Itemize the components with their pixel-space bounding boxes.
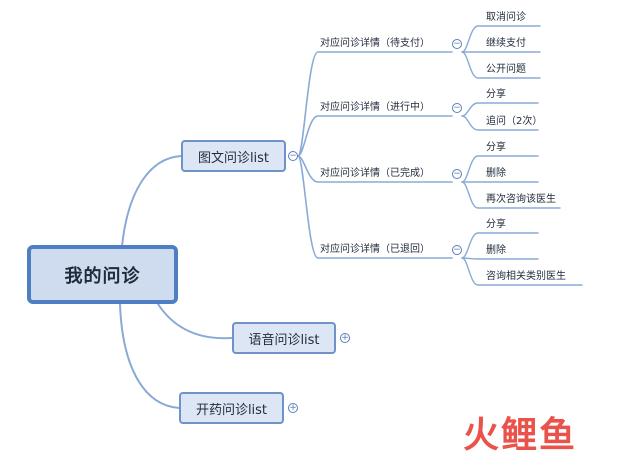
leaf-cancel-consultation[interactable]: 取消问诊 [486,12,526,23]
detail-node-pending[interactable]: 对应问诊详情（待支付） [320,38,430,49]
connector-leaf-in-progress-0 [461,102,539,117]
collapse-toggle-tuwen[interactable]: − [288,151,298,161]
connector-leaf-returned-0 [461,232,539,259]
watermark-logo: 火鲤鱼 [463,415,578,456]
connector-detail-returned [297,155,453,259]
connector-leaf-returned-2 [461,257,583,286]
collapse-toggle-pending[interactable]: − [452,39,462,49]
branch-node-yuyin[interactable]: 语音问诊list [232,322,336,354]
connector-root-yuyin [157,303,233,340]
connector-leaf-pending-0 [461,25,541,53]
collapse-toggle-returned[interactable]: − [452,245,462,255]
connector-detail-completed [297,155,453,183]
detail-node-completed[interactable]: 对应问诊详情（已完成） [320,168,430,179]
connector-root-tuwen [121,155,182,247]
connector-detail-in-progress [297,115,453,157]
connector-leaf-completed-2 [461,181,561,209]
leaf-delete[interactable]: 删除 [486,245,506,256]
leaf-share[interactable]: 分享 [486,142,506,153]
leaf-public-question[interactable]: 公开问题 [486,64,526,75]
leaf-share[interactable]: 分享 [486,89,506,100]
expand-toggle-kaiyao[interactable]: + [288,403,298,413]
leaf-consult-same-doctor[interactable]: 再次咨询该医生 [486,194,556,205]
collapse-toggle-in-progress[interactable]: − [452,103,462,113]
branch-node-tuwen[interactable]: 图文问诊list [181,140,286,172]
leaf-delete[interactable]: 删除 [486,168,506,179]
connector-leaf-pending-2 [461,51,541,79]
leaf-consult-related-doctor[interactable]: 咨询相关类别医生 [486,271,566,282]
leaf-share[interactable]: 分享 [486,219,506,230]
leaf-follow-up[interactable]: 追问（2次） [486,116,543,127]
leaf-continue-payment[interactable]: 继续支付 [486,38,526,49]
connector-detail-pending [297,51,453,157]
detail-node-returned[interactable]: 对应问诊详情（已退回） [320,244,430,255]
detail-node-in-progress[interactable]: 对应问诊详情（进行中） [320,102,430,113]
connector-root-kaiyao [119,303,180,409]
connector-leaf-in-progress-1 [461,115,539,131]
collapse-toggle-completed[interactable]: − [452,169,462,179]
branch-node-kaiyao[interactable]: 开药问诊list [179,392,284,424]
connector-leaf-completed-0 [461,155,539,183]
expand-toggle-yuyin[interactable]: + [340,333,350,343]
root-node[interactable]: 我的问诊 [27,245,178,304]
